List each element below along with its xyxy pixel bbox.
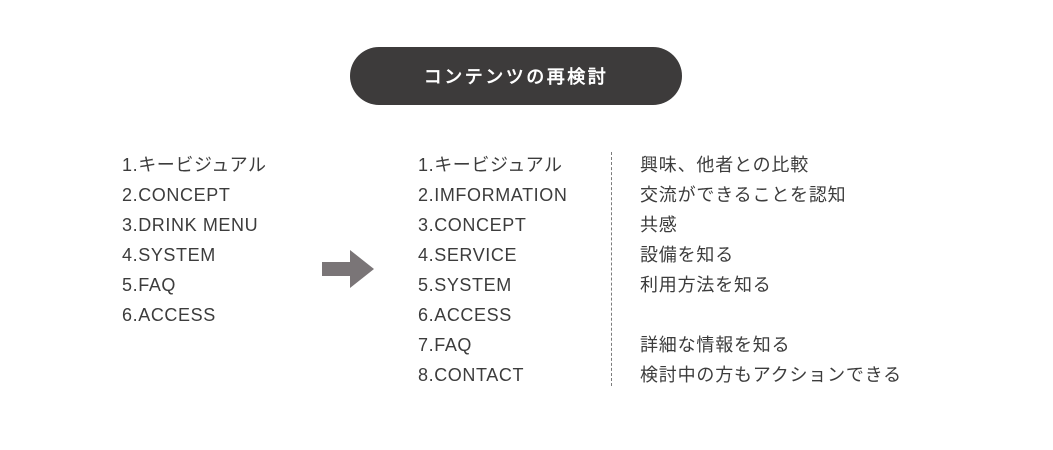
vertical-dashed-divider	[611, 152, 612, 386]
list-item: 5.SYSTEM	[418, 275, 512, 295]
list-item: 3.DRINK MENU	[122, 215, 259, 235]
note-item: 利用方法を知る	[640, 275, 772, 295]
list-item: 4.SERVICE	[418, 245, 518, 265]
list-item: 6.ACCESS	[418, 305, 512, 325]
note-item: 設備を知る	[640, 245, 734, 265]
list-item: 3.CONCEPT	[418, 215, 527, 235]
list-item: 1.キービジュアル	[122, 155, 267, 175]
list-item: 6.ACCESS	[122, 305, 216, 325]
list-item: 8.CONTACT	[418, 365, 525, 385]
after-content-list: 1.キービジュアル 2.IMFORMATION 3.CONCEPT 4.SERV…	[418, 150, 567, 390]
note-item: 詳細な情報を知る	[640, 335, 791, 355]
purpose-notes-list: 興味、他者との比較 交流ができることを認知 共感 設備を知る 利用方法を知る 詳…	[640, 150, 902, 390]
note-item: 興味、他者との比較	[640, 155, 810, 175]
list-item: 5.FAQ	[122, 275, 177, 295]
list-item: 7.FAQ	[418, 335, 473, 355]
list-item: 4.SYSTEM	[122, 245, 216, 265]
note-item-empty	[640, 300, 902, 330]
arrow-right-icon	[322, 249, 374, 289]
list-item: 2.IMFORMATION	[418, 185, 568, 205]
before-content-list: 1.キービジュアル 2.CONCEPT 3.DRINK MENU 4.SYSTE…	[122, 150, 267, 330]
note-item: 検討中の方もアクションできる	[640, 365, 902, 385]
note-item: 交流ができることを認知	[640, 185, 847, 205]
list-item: 1.キービジュアル	[418, 155, 563, 175]
page-title-pill: コンテンツの再検討	[350, 47, 682, 105]
list-item: 2.CONCEPT	[122, 185, 231, 205]
page-title: コンテンツの再検討	[423, 67, 609, 87]
note-item: 共感	[640, 215, 678, 235]
